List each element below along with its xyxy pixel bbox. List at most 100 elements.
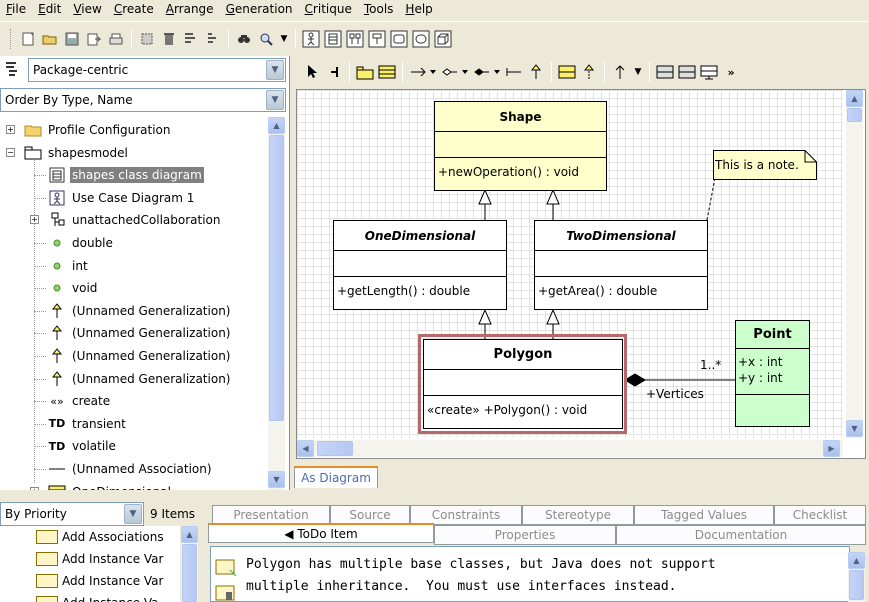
- tree-item[interactable]: Use Case Diagram 1: [48, 187, 196, 209]
- class-diagram-icon[interactable]: [323, 29, 343, 49]
- order-select[interactable]: Order By Type, Name ▼: [0, 88, 286, 112]
- menu-help[interactable]: Help: [405, 2, 433, 16]
- use-case-diagram-icon[interactable]: [301, 29, 321, 49]
- class-twodimensional[interactable]: TwoDimensional +getArea() : double: [534, 220, 708, 310]
- tree-item[interactable]: void: [48, 277, 99, 299]
- broom-icon[interactable]: [324, 62, 344, 82]
- zoom-icon[interactable]: [256, 29, 276, 49]
- diagram-canvas[interactable]: Shape +newOperation() : void This is a n…: [297, 90, 843, 438]
- todo-list-item[interactable]: Add Instance Var: [36, 548, 163, 570]
- scroll-up-button[interactable]: ▲: [846, 90, 863, 107]
- scroll-thumb[interactable]: [269, 135, 284, 421]
- activity-diagram-icon[interactable]: [411, 29, 431, 49]
- class-polygon[interactable]: Polygon «create» +Polygon() : void: [423, 339, 623, 429]
- tab-constraints[interactable]: Constraints: [410, 505, 522, 525]
- delete-icon[interactable]: [159, 29, 179, 49]
- tree-item[interactable]: int: [48, 255, 90, 277]
- datatype-tool-icon[interactable]: [655, 62, 675, 82]
- scroll-thumb[interactable]: [849, 570, 864, 600]
- interface-realization-tool-icon[interactable]: [610, 62, 630, 82]
- tree-item[interactable]: «»create: [48, 390, 112, 412]
- tree-item[interactable]: shapesmodel: [24, 142, 130, 164]
- tree-item[interactable]: (Unnamed Generalization): [48, 368, 232, 390]
- tree-item[interactable]: shapes class diagram: [48, 164, 204, 186]
- menu-edit[interactable]: Edit: [38, 2, 62, 16]
- menu-generation[interactable]: Generation: [225, 2, 293, 16]
- scroll-up-button[interactable]: ▲: [181, 526, 198, 543]
- canvas-horizontal-scrollbar[interactable]: ◀ ▶: [297, 440, 843, 457]
- class-tool-icon[interactable]: [377, 62, 397, 82]
- chevron-down-icon[interactable]: ▼: [266, 60, 284, 80]
- tab-as-diagram[interactable]: As Diagram: [294, 466, 378, 488]
- menu-critique[interactable]: Critique: [304, 2, 352, 16]
- tree-item[interactable]: (Unnamed Generalization): [48, 300, 232, 322]
- resolve-todo-icon[interactable]: [214, 582, 238, 602]
- chevron-down-icon[interactable]: ▼: [266, 90, 284, 110]
- tab-properties[interactable]: Properties: [434, 525, 616, 545]
- tree-item[interactable]: (Unnamed Generalization): [48, 322, 232, 344]
- enumeration-tool-icon[interactable]: [677, 62, 697, 82]
- new-todo-icon[interactable]: [214, 556, 238, 578]
- remove-from-diagram-icon[interactable]: [137, 29, 157, 49]
- new-project-icon[interactable]: [18, 29, 38, 49]
- todo-list-item[interactable]: Add Instance Var: [36, 570, 163, 592]
- scroll-down-button[interactable]: ▼: [268, 471, 285, 488]
- zoom-dropdown-icon[interactable]: ▼: [280, 33, 288, 44]
- priority-select[interactable]: By Priority ▼: [0, 502, 144, 526]
- tree-item[interactable]: double: [48, 232, 115, 254]
- menu-create[interactable]: Create: [113, 2, 154, 16]
- todo-list-item[interactable]: Add Instance Va: [36, 592, 159, 602]
- find-icon[interactable]: [234, 29, 254, 49]
- tree-item[interactable]: OneDimensional: [48, 481, 173, 490]
- realization-dropdown-icon[interactable]: ▼: [634, 67, 642, 77]
- generalization-tool-icon[interactable]: [526, 62, 546, 82]
- chevron-down-icon[interactable]: ▼: [124, 504, 142, 524]
- scroll-thumb[interactable]: [182, 544, 197, 602]
- toolbar-grip[interactable]: [10, 28, 13, 49]
- detail-scrollbar[interactable]: ▲: [848, 552, 865, 602]
- tree-expander[interactable]: +: [30, 486, 39, 490]
- composition-tool-icon[interactable]: [472, 62, 502, 82]
- menu-view[interactable]: View: [73, 2, 102, 16]
- open-project-icon[interactable]: [40, 29, 60, 49]
- scroll-up-button[interactable]: ▲: [848, 552, 865, 569]
- navigate-forward-icon[interactable]: [181, 29, 201, 49]
- scroll-left-button[interactable]: ◀: [297, 440, 314, 457]
- select-arrow-icon[interactable]: [302, 62, 322, 82]
- dependency-tool-icon[interactable]: [408, 62, 438, 82]
- explorer-scrollbar[interactable]: ▲ ▼: [268, 117, 285, 490]
- realization-tool-icon[interactable]: [579, 62, 599, 82]
- scroll-right-button[interactable]: ▶: [823, 440, 840, 457]
- tab-source[interactable]: Source: [330, 505, 410, 525]
- tab-todo-item[interactable]: ◀ ToDo Item: [208, 523, 434, 543]
- print-icon[interactable]: [106, 29, 126, 49]
- perspective-select[interactable]: Package-centric ▼: [28, 58, 286, 82]
- collaboration-diagram-icon[interactable]: [367, 29, 387, 49]
- todo-scrollbar[interactable]: ▲: [181, 526, 198, 602]
- menu-arrange[interactable]: Arrange: [165, 2, 214, 16]
- tab-tagged-values[interactable]: Tagged Values: [634, 505, 774, 525]
- package-tool-icon[interactable]: [355, 62, 375, 82]
- tree-expander[interactable]: −: [6, 147, 15, 157]
- tree-item[interactable]: (Unnamed Generalization): [48, 345, 232, 367]
- interface-tool-icon[interactable]: [557, 62, 577, 82]
- scroll-thumb[interactable]: [317, 441, 353, 456]
- class-onedimensional[interactable]: OneDimensional +getLength() : double: [333, 220, 507, 310]
- association-tool-icon[interactable]: [504, 62, 524, 82]
- splitter-left[interactable]: [0, 490, 290, 496]
- menu-file[interactable]: File: [6, 2, 27, 16]
- canvas-vertical-scrollbar[interactable]: ▲ ▼: [846, 90, 863, 438]
- note[interactable]: This is a note.: [713, 150, 817, 180]
- class-shape[interactable]: Shape +newOperation() : void: [434, 101, 607, 191]
- menu-tools[interactable]: Tools: [363, 2, 394, 16]
- tab-presentation[interactable]: Presentation: [212, 505, 330, 525]
- tree-item[interactable]: unattachedCollaboration: [48, 209, 223, 231]
- tree-expander[interactable]: +: [6, 125, 15, 134]
- statechart-diagram-icon[interactable]: [389, 29, 409, 49]
- sequence-diagram-icon[interactable]: [345, 29, 365, 49]
- tree-expander[interactable]: +: [30, 215, 39, 225]
- todo-list-item[interactable]: Add Associations: [36, 526, 164, 548]
- tree-item[interactable]: (Unnamed Association): [48, 458, 214, 480]
- scroll-thumb[interactable]: [847, 108, 862, 122]
